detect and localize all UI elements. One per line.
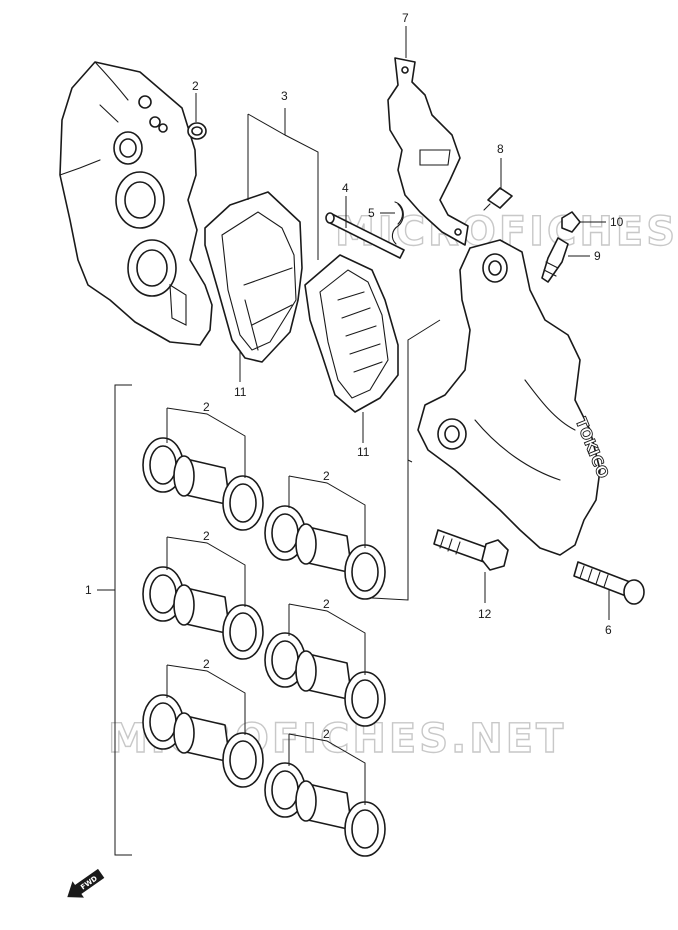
pin-clip	[391, 201, 404, 245]
callout-2-set1: 2	[203, 400, 210, 414]
callout-3: 3	[281, 89, 288, 103]
piston-set-1	[142, 437, 264, 531]
brake-pad-rear	[304, 254, 399, 413]
mounting-bolt-long	[573, 561, 645, 605]
callout-labels: 1 2 3 4 5 7 8 9 10 11 11 12 6 2 2 2 2 2 …	[85, 11, 624, 741]
bleeder-cap	[561, 211, 581, 233]
callout-2-ring: 2	[192, 79, 199, 93]
caliper-inner-half: TOKICO	[417, 239, 613, 556]
mounting-bolt-short	[433, 529, 509, 571]
callout-2-set4: 2	[323, 597, 330, 611]
callout-12: 12	[478, 607, 492, 621]
callout-9: 9	[594, 249, 601, 263]
callout-5: 5	[368, 206, 375, 220]
piston-set-2	[264, 505, 386, 600]
caliper-bracket	[387, 57, 469, 246]
callout-2-set5: 2	[203, 657, 210, 671]
forward-direction-arrow: FWD	[67, 868, 105, 898]
bleeder-bolt	[483, 187, 513, 211]
callout-1: 1	[85, 583, 92, 597]
callout-2-set2: 2	[323, 469, 330, 483]
piston-set-6	[264, 762, 386, 857]
piston-set-3	[142, 566, 264, 660]
bleeder-valve	[541, 237, 569, 283]
callout-10: 10	[610, 215, 624, 229]
piston-set-4	[264, 632, 386, 727]
seal-ring-small	[187, 122, 207, 140]
brake-pad-front	[204, 191, 303, 363]
pad-pin	[325, 212, 405, 259]
callout-2-set3: 2	[203, 529, 210, 543]
callout-7: 7	[402, 11, 409, 25]
callout-11-front: 11	[234, 385, 247, 399]
callout-8: 8	[497, 142, 504, 156]
caliper-outer-half	[59, 61, 213, 346]
leader-lines	[97, 26, 610, 856]
callout-6: 6	[605, 623, 612, 637]
callout-11-rear: 11	[357, 445, 370, 459]
callout-4: 4	[342, 181, 349, 195]
callout-2-set6: 2	[323, 727, 330, 741]
piston-set-5	[142, 694, 264, 788]
